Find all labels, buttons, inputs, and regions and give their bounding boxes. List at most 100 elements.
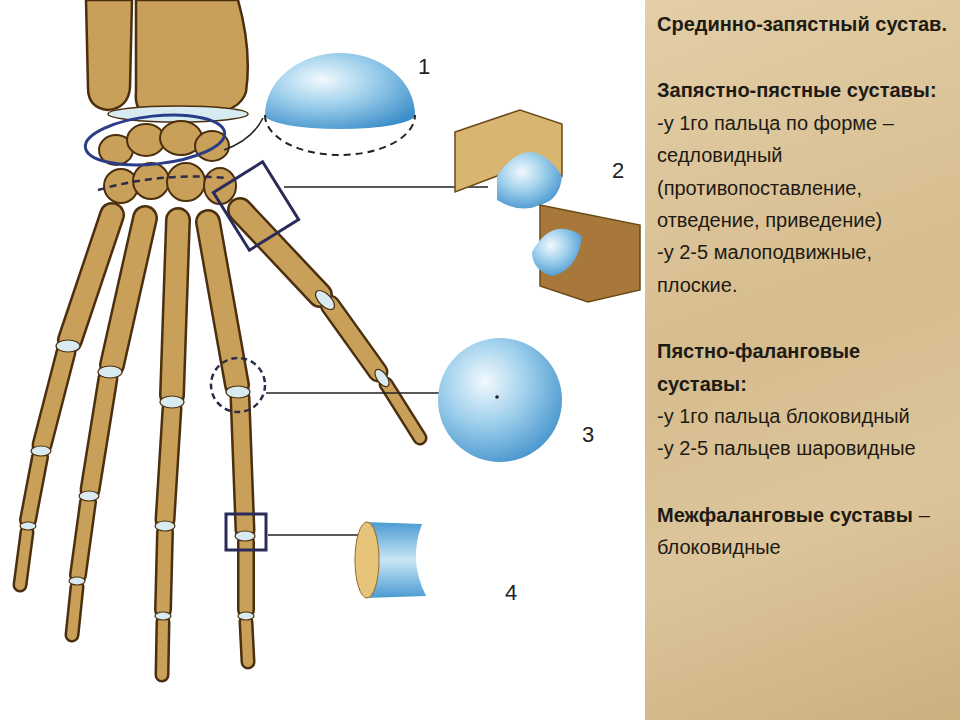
phalanx <box>240 398 245 530</box>
phalanx <box>165 408 172 520</box>
phalanx <box>240 398 245 530</box>
wrist-joint-marker <box>83 109 227 171</box>
phalanx <box>78 502 88 575</box>
joint-cartilage <box>98 366 122 378</box>
metacarpal <box>172 220 178 395</box>
center-dot <box>495 395 499 399</box>
metacarpals <box>70 210 320 395</box>
heading-text: Межфаланговые суставы <box>657 504 913 526</box>
joint-cartilage <box>69 577 85 585</box>
carpal-bone <box>167 163 205 201</box>
phalanx <box>28 457 40 520</box>
text-block: -у 2-5 малоподвижные, плоские. <box>657 236 948 301</box>
phalanx <box>240 542 253 610</box>
joint-cartilage <box>20 522 36 530</box>
callout-number: 2 <box>612 160 624 182</box>
metacarpal <box>70 215 112 340</box>
joint-cartilage <box>31 446 51 456</box>
heading-text: Срединно-запястный сустав. <box>657 13 947 35</box>
metacarpal <box>208 222 237 385</box>
phalanx <box>162 622 163 675</box>
callout-number: 3 <box>582 424 594 446</box>
phalanx <box>386 384 420 438</box>
phalanx <box>237 542 255 610</box>
phalanx <box>20 532 27 585</box>
middle-phalanges <box>28 457 246 610</box>
heading-text: Пястно-фаланговые суставы: <box>657 340 860 394</box>
phalanx <box>20 532 27 585</box>
metacarpal <box>70 215 112 340</box>
carpometacarpal-joint-marker <box>213 162 298 250</box>
phalanx <box>72 587 77 635</box>
heading-text: Запястно-пястные суставы: <box>657 79 937 101</box>
bone-fills <box>20 210 420 675</box>
metacarpal <box>112 218 145 365</box>
bone-outlines <box>20 210 420 675</box>
metacarpal <box>208 222 237 385</box>
joint-cartilage <box>238 612 254 620</box>
metacarpal <box>172 220 178 395</box>
metacarpal <box>240 210 320 295</box>
joint-cartilage <box>155 612 171 620</box>
body-text: -у 2-5 пальцев шаровидные <box>657 437 916 459</box>
joint-cartilage <box>79 491 99 501</box>
interphalangeal-joint-marker <box>226 514 266 550</box>
joint-cartilage <box>155 521 175 531</box>
distal-phalanges <box>20 384 420 675</box>
phalanx <box>90 378 108 490</box>
text-block: -у 1го пальца по форме – седловидный (пр… <box>657 107 948 237</box>
phalanx <box>246 622 248 662</box>
phalanx <box>246 622 248 662</box>
phalanx <box>330 305 378 372</box>
leader-line <box>268 534 358 536</box>
leader-lines <box>224 118 492 535</box>
joint-cartilages <box>20 287 392 620</box>
saddle-surface <box>532 229 582 276</box>
middle-phalanges <box>28 457 246 610</box>
panel-content: Срединно-запястный сустав. Запястно-пястн… <box>657 8 948 563</box>
joint-cartilage <box>235 531 255 541</box>
carpal-bone <box>204 168 236 204</box>
joint-cartilage <box>226 386 250 398</box>
metacarpal <box>112 218 145 365</box>
text-panel: Срединно-запястный сустав. Запястно-пястн… <box>645 0 960 720</box>
metacarpals <box>70 210 320 395</box>
leader-line <box>224 118 263 150</box>
phalanx <box>72 587 77 635</box>
callout-number: 4 <box>505 582 517 604</box>
distal-phalanges <box>20 384 420 675</box>
body-text: -у 2-5 малоподвижные, плоские. <box>657 241 872 295</box>
text-block: Межфаланговые суставы–блоковидные <box>657 499 948 564</box>
text-block: -у 1го пальца блоковидный <box>657 400 948 432</box>
joint-cartilage <box>56 340 80 352</box>
hinge-end-face <box>355 522 379 598</box>
metacarpal <box>240 210 320 295</box>
ellipsoid-outline <box>265 115 415 155</box>
text-block: Пястно-фаланговые суставы: <box>657 335 948 400</box>
phalanx <box>42 352 66 445</box>
text-block: -у 2-5 пальцев шаровидные <box>657 432 948 464</box>
joint-cartilage <box>372 367 392 389</box>
phalanx <box>386 384 420 438</box>
text-block: Срединно-запястный сустав. <box>657 8 948 40</box>
text-block: Запястно-пястные суставы: <box>657 74 948 106</box>
joint-cartilage <box>312 287 337 312</box>
body-text: -у 1го пальца блоковидный <box>657 405 910 427</box>
phalanx <box>163 532 165 610</box>
phalanx <box>42 352 66 445</box>
phalanx <box>90 378 108 490</box>
proximal-phalanges <box>42 305 378 530</box>
midcarpal-joint-line <box>98 177 228 191</box>
phalanx <box>330 305 378 372</box>
body-text: -у 1го пальца по форме – седловидный (пр… <box>657 112 894 231</box>
ulna-bone <box>86 0 132 110</box>
callout-number: 1 <box>418 56 430 78</box>
ellipsoid-joint-model <box>265 53 415 129</box>
joint-cartilage <box>160 396 184 408</box>
phalanx <box>78 502 88 575</box>
radius-bone <box>136 0 248 116</box>
phalanx <box>28 457 40 520</box>
proximal-phalanges <box>42 305 378 530</box>
phalanx <box>162 622 163 675</box>
